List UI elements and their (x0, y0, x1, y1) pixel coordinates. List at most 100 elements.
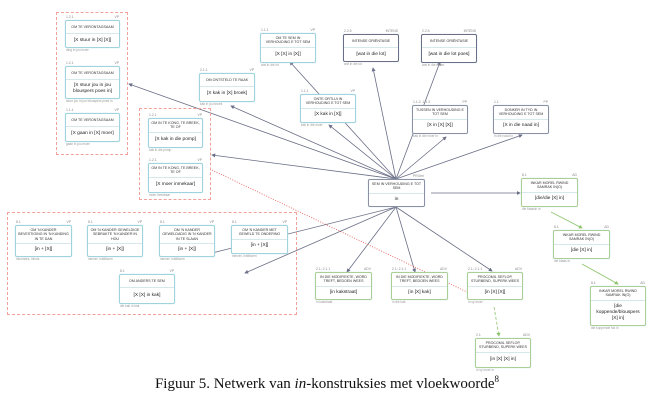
dashed-group-verontagsaam (56, 12, 128, 155)
node-example: die blaasin in (522, 207, 541, 211)
node-code: 1.2.1 (149, 113, 157, 117)
node-example: wat in die naam (422, 63, 445, 67)
node-code: 2.1; 2.1.1 (392, 267, 407, 271)
node-meaning: OM 'N KANDER MET GEWELD TE ONDERING (232, 226, 287, 240)
edge (395, 134, 523, 180)
node-meaning: OM TE VERONTAGSAAM (66, 21, 119, 34)
figure-caption: Figuur 5. Netwerk van in-konstruksies me… (0, 374, 654, 393)
node-form: in (394, 196, 399, 202)
node-form: [X stuur jou in jou blouspers poes in] (73, 83, 112, 94)
node-tag: VP (197, 158, 202, 162)
node-meaning: DONKER IN TYD IN VERHOUDING E TOT SEM (494, 106, 548, 120)
node-tag: AD (604, 225, 609, 229)
node-tag: PP (543, 100, 548, 104)
node-example: kak in die moer in (413, 134, 438, 138)
node-tag: ADV (515, 267, 522, 271)
node-meaning: INKAR MOREL RWIND SAMRAK IN(O) (522, 179, 577, 193)
node-example: in die kak (392, 300, 406, 304)
edge (395, 206, 417, 273)
edge (581, 263, 619, 285)
node-example: gaan in jou moer (66, 142, 90, 146)
node-tag: ADV (440, 267, 447, 271)
node-tag: VP (350, 89, 355, 93)
node-meaning: ONTE ORTLUI IN VERHOUDING E TOT SEM (301, 95, 355, 109)
construction-node-i2: 2.1; 2.1.1 ADV IN DIE MODIFIEKTE, WORD TRE… (391, 267, 448, 304)
node-tag: ADV (364, 267, 371, 271)
node-tag: AD (572, 173, 577, 177)
node-meaning: OM IN TE KONG, TE BREEK, TE OF (149, 119, 202, 133)
node-meaning: OM 'N KANDER GEWELDIGE SEBRAKTE 'N KANDE… (88, 226, 142, 245)
footnote-marker: 8 (494, 374, 500, 384)
node-example: moer inmekaar (149, 193, 171, 197)
node-meaning: INTENSE ORIËNTASIE (422, 35, 476, 48)
node-tag: PP (462, 100, 467, 104)
node-form: [in + [X]] (250, 243, 269, 249)
node-form: [X in [X] [X]] (427, 123, 453, 129)
node-code: 8.1 (554, 225, 559, 229)
node-code: 1.2.1 (149, 158, 157, 162)
node-code: 8.1 (16, 220, 21, 224)
node-example: in sy moer in (476, 368, 495, 372)
node-tag: VP (249, 68, 254, 72)
node-code: 2.2.5 (422, 29, 430, 33)
node-form: [in [X] kak] (408, 289, 431, 295)
node-meaning: OM TE VERONTAGSAAM (66, 114, 119, 127)
edge (211, 169, 468, 293)
node-tag: VP (114, 15, 119, 19)
caption-italic: in (294, 376, 307, 392)
node-form: [die/die [X] in] (534, 196, 565, 202)
node-code: 1.2.1 (66, 61, 74, 65)
node-tag: VP (137, 220, 142, 224)
edge (346, 206, 397, 273)
node-code: 2.1 (476, 333, 481, 337)
node-example: ding in jou moer (66, 48, 89, 52)
node-meaning: IN DIE MODIFIEKTE, WORD TREFT, BEDOEN WE… (392, 273, 447, 287)
node-tag: PRGen (412, 174, 424, 178)
node-example: inmoer, inbliksem (232, 254, 257, 258)
node-code: 2.1.1 (200, 68, 208, 72)
node-tag: VP (197, 113, 202, 117)
dashed-group-in-plus-x (7, 212, 297, 315)
node-form: [X kak in [X] broek] (206, 91, 248, 96)
edge (395, 206, 493, 272)
node-meaning: INTENSE ORIËNTASIE (344, 35, 398, 48)
node-example: kak in die moer (301, 123, 323, 127)
node-meaning: IN DIE MODIFIEKTE, WORD TREFT, BEDOEN WE… (316, 273, 371, 287)
node-form: [X [X] in kak] (133, 292, 161, 298)
node-example: inkonsies, inhols (16, 257, 40, 262)
node-meaning: SEM IN VERHOUDING E TOT SEM (369, 180, 424, 194)
node-form: [X kak in [X]] (314, 112, 342, 118)
node-code: 2.1; 2.1.1 (316, 267, 331, 271)
edge (128, 83, 397, 180)
node-form: [X moer inmekaar] (155, 181, 196, 187)
node-meaning: OM ONTSTELD TE RAAK (200, 74, 254, 87)
edge (211, 153, 397, 180)
node-form: [in kakstraat] (329, 289, 358, 295)
edge (395, 136, 447, 180)
node-example: die kak in kak (120, 304, 140, 308)
edge (371, 67, 397, 180)
edge (493, 306, 501, 337)
node-code: 8.1 (160, 220, 165, 224)
caption-text-end: -konstruksies met vloekwoorde (306, 376, 495, 392)
node-form: [wat in die lot poes] (428, 52, 470, 57)
node-tag: VP (114, 61, 119, 65)
node-tag: INTENS (385, 29, 398, 33)
node-tag: VP (282, 220, 287, 224)
edge (328, 124, 397, 180)
node-code: 1.1 (494, 100, 499, 104)
node-example: inmoer, inbliksem (88, 257, 113, 262)
node-meaning: INKAR MOREL RWIND SAMRAK IN(O) (591, 287, 645, 301)
node-example: kak in die pomp (149, 148, 172, 152)
